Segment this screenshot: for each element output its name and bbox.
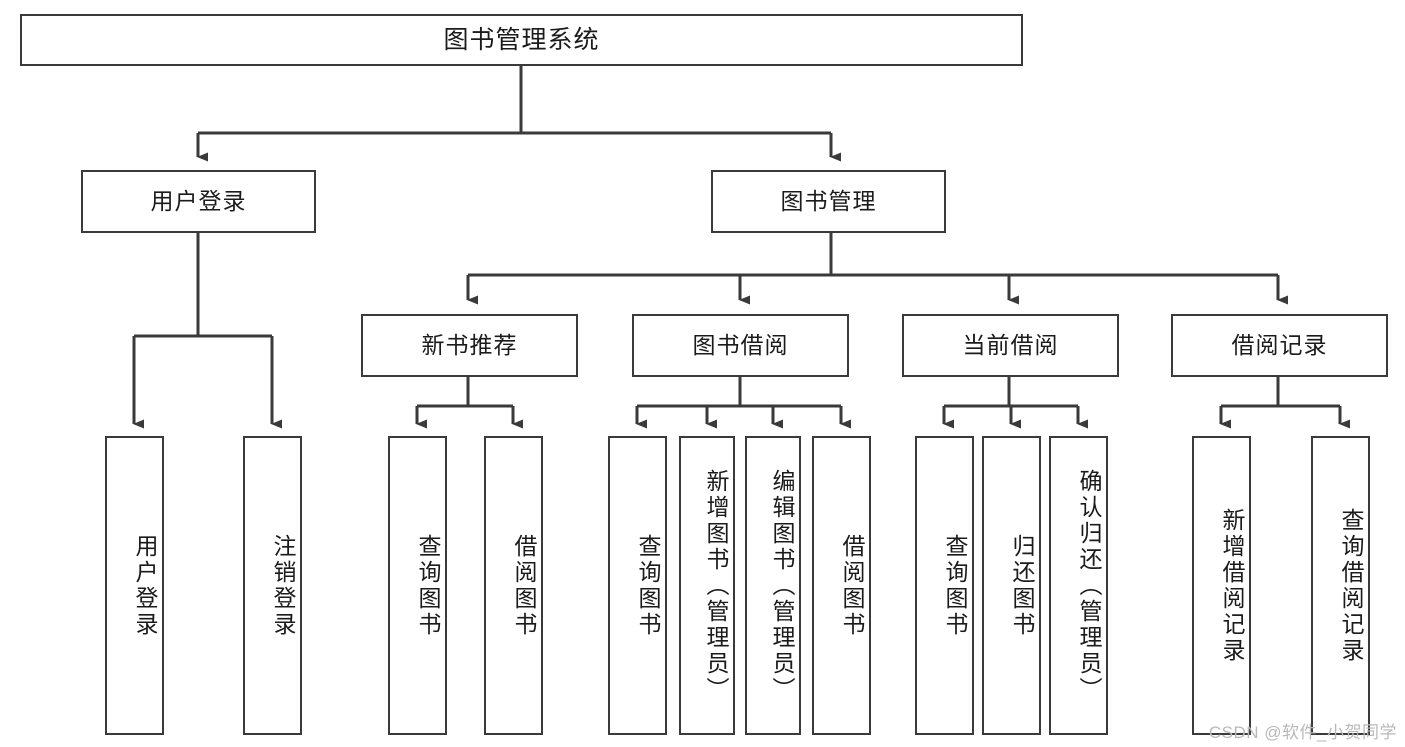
- node-label: 查询图书: [942, 533, 968, 638]
- node-label: 图书借阅: [692, 331, 789, 358]
- node-leaf-add-book[interactable]: 新增图书（管理员）: [679, 436, 735, 735]
- node-leaf-add-borrow-record[interactable]: 新增借阅记录: [1192, 436, 1251, 735]
- node-label: 借阅记录: [1231, 331, 1328, 358]
- node-label: 注销登录: [270, 533, 296, 638]
- node-user-login[interactable]: 用户登录: [81, 170, 316, 233]
- node-leaf-borrow-book-1[interactable]: 借阅图书: [484, 436, 543, 735]
- edge-newbook-to-leaves: [415, 377, 523, 429]
- node-leaf-confirm-return[interactable]: 确认归还（管理员）: [1049, 436, 1108, 735]
- node-current-borrow[interactable]: 当前借阅: [902, 314, 1119, 377]
- node-leaf-query-book-3[interactable]: 查询图书: [915, 436, 974, 735]
- edge-root-to-level2: [196, 66, 841, 162]
- node-new-book-recommend[interactable]: 新书推荐: [361, 314, 578, 377]
- node-leaf-borrow-book-2[interactable]: 借阅图书: [812, 436, 871, 735]
- edge-bookmanagement-to-level3: [466, 233, 1288, 305]
- node-label: 查询图书: [415, 533, 441, 638]
- node-leaf-query-book-2[interactable]: 查询图书: [608, 436, 667, 735]
- node-label: 当前借阅: [962, 331, 1059, 358]
- node-label: 确认归还（管理员）: [1076, 468, 1102, 703]
- node-label: 归还图书: [1009, 533, 1035, 638]
- node-label: 新书推荐: [421, 331, 518, 358]
- node-root-book-management-system[interactable]: 图书管理系统: [20, 14, 1023, 66]
- node-leaf-query-borrow-record[interactable]: 查询借阅记录: [1311, 436, 1370, 735]
- node-label: 图书管理: [780, 187, 877, 214]
- node-leaf-user-login[interactable]: 用户登录: [105, 436, 164, 735]
- node-label: 查询图书: [635, 533, 661, 638]
- node-label: 借阅图书: [839, 533, 865, 638]
- watermark-text: CSDN @软件_小贺同学: [1208, 723, 1397, 742]
- node-label: 新增图书（管理员）: [703, 468, 729, 703]
- node-label: 图书管理系统: [443, 26, 600, 54]
- node-leaf-return-book[interactable]: 归还图书: [982, 436, 1041, 735]
- edge-userlogin-to-leaves: [132, 233, 282, 429]
- edge-bookborrow-to-leaves: [635, 377, 851, 429]
- edge-currentborrow-to-leaves: [942, 377, 1088, 429]
- node-label: 用户登录: [150, 187, 247, 214]
- node-leaf-query-book-1[interactable]: 查询图书: [388, 436, 447, 735]
- node-leaf-logout-login[interactable]: 注销登录: [243, 436, 302, 735]
- edge-borrowrecord-to-leaves: [1219, 377, 1350, 429]
- node-label: 用户登录: [132, 533, 158, 638]
- node-book-management[interactable]: 图书管理: [711, 170, 946, 233]
- node-label: 编辑图书（管理员）: [769, 468, 795, 703]
- node-label: 新增借阅记录: [1219, 507, 1245, 664]
- node-book-borrow[interactable]: 图书借阅: [632, 314, 849, 377]
- node-label: 查询借阅记录: [1338, 507, 1364, 664]
- node-label: 借阅图书: [511, 533, 537, 638]
- node-borrow-record[interactable]: 借阅记录: [1171, 314, 1388, 377]
- node-leaf-edit-book[interactable]: 编辑图书（管理员）: [745, 436, 801, 735]
